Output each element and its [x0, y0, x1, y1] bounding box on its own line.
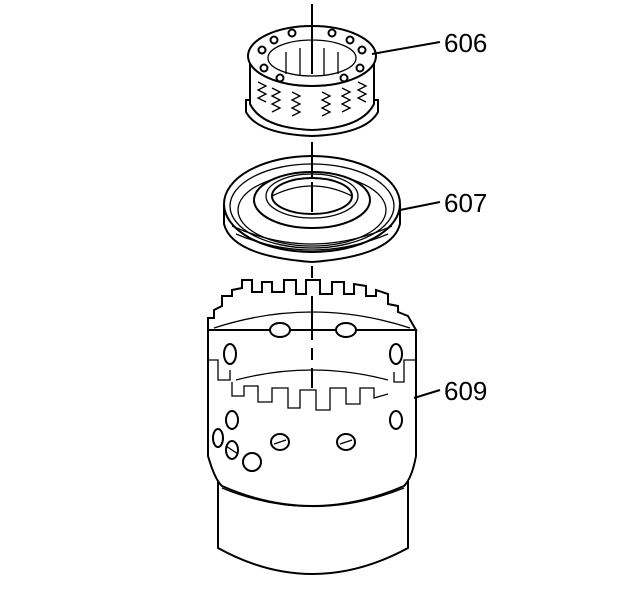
housing-hole-8 [242, 452, 262, 472]
leader-609 [413, 389, 441, 399]
spring-coils [256, 81, 368, 117]
callout-607: 607 [444, 188, 487, 218]
piston-lip [231, 225, 393, 251]
callout-609: 609 [444, 376, 487, 406]
housing-hole-5 [225, 410, 239, 430]
housing-hole-1 [269, 322, 291, 338]
housing-inner-slots [231, 382, 389, 411]
spring-inner-posts [285, 48, 339, 76]
spring-assembly-606 [245, 25, 379, 138]
housing-hole-4 [389, 343, 403, 365]
leader-607 [399, 201, 441, 211]
callout-606: 606 [444, 28, 487, 58]
housing-hole-11 [389, 410, 403, 430]
spring-top-holes [257, 28, 367, 83]
housing-hole-2 [335, 322, 357, 338]
leader-606 [371, 41, 441, 55]
housing-hole-detail [225, 439, 353, 455]
housing-hole-6 [212, 428, 224, 448]
housing-hole-3 [223, 343, 237, 365]
clutch-housing-609 [207, 279, 418, 575]
housing-right-tab [393, 359, 416, 383]
housing-left-tab [208, 359, 231, 381]
